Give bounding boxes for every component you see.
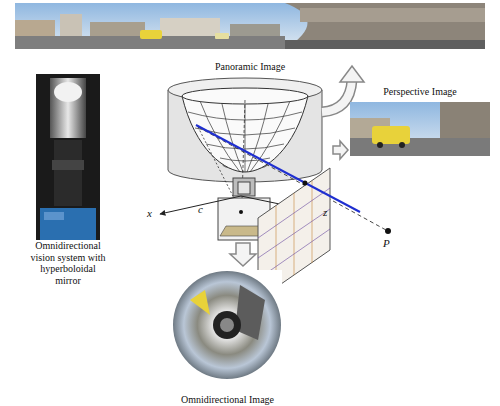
image-panel: Panoramic Image: [15, 2, 485, 72]
point-label: c: [198, 204, 203, 215]
omnidirectional-photo: [172, 270, 282, 380]
image-caption: Perspective Image: [381, 86, 459, 98]
camera-photo: [36, 74, 100, 248]
view-ray: [196, 125, 360, 212]
block-arrows: [230, 66, 364, 266]
axis-label: z: [323, 207, 327, 218]
image-caption: Omnidirectional Image: [179, 394, 276, 406]
mirror-housing: [168, 78, 322, 182]
image-caption: Panoramic Image: [213, 61, 287, 73]
ray-point: [303, 181, 308, 186]
panoramic-photo: [15, 3, 485, 49]
point-label: P: [383, 238, 390, 249]
axis-label: x: [147, 208, 152, 219]
image-panel: Omnidirectional Image: [160, 268, 295, 405]
perspective-photo: [350, 102, 490, 156]
image-panel: Perspective Image: [345, 86, 495, 158]
world-point: [385, 228, 391, 234]
image-panel: Omnidirectional vision system with hyper…: [26, 74, 110, 286]
image-caption: Omnidirectional vision system with hyper…: [26, 240, 110, 286]
